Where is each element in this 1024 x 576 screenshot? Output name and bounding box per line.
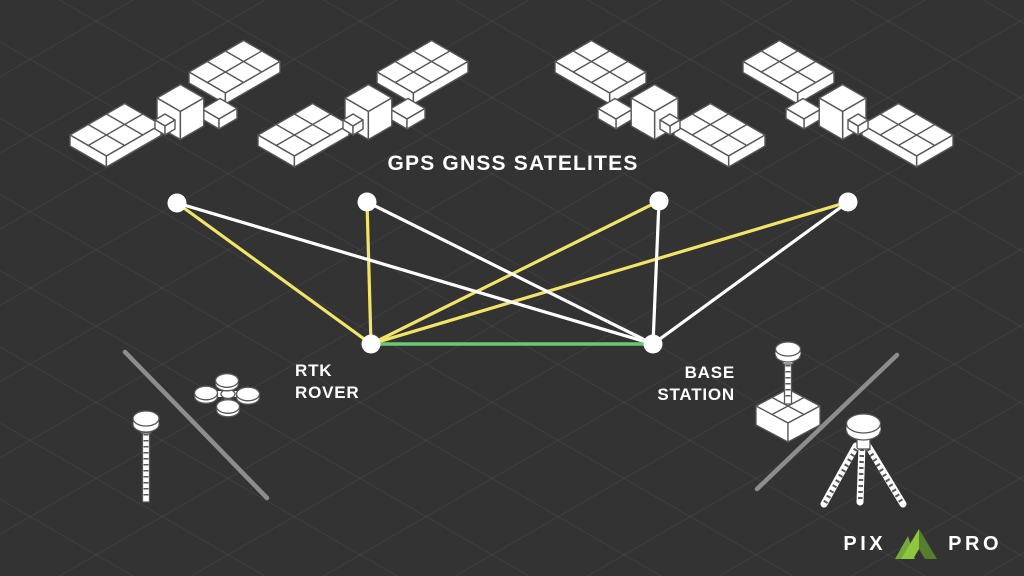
tripod-antenna-icon <box>820 413 907 508</box>
node-satellite-1 <box>167 193 187 213</box>
link-satellite-3-rtk-rover <box>370 199 660 346</box>
satellite-icon <box>69 39 281 168</box>
link-satellite-4-rtk-rover <box>370 200 849 346</box>
base-label: BASE STATION <box>657 362 735 406</box>
brand-logo: PIX PRO <box>843 529 1002 560</box>
link-satellite-1-base-station <box>176 201 654 346</box>
link-satellite-3-base-station <box>651 200 661 345</box>
node-satellite-4 <box>838 192 858 212</box>
base-station-receiver-icon <box>755 341 821 443</box>
survey-pole-icon <box>132 410 160 503</box>
logo-text-pro: PRO <box>948 533 1002 555</box>
link-satellite-4-base-station <box>652 200 849 346</box>
drone-icon <box>193 373 261 418</box>
link-satellite-2-base-station <box>366 200 654 346</box>
rover-label: RTK ROVER <box>295 360 359 404</box>
node-rtk-rover <box>361 334 381 354</box>
diagram-title: GPS GNSS SATELITES <box>387 152 639 175</box>
node-base-station <box>643 334 663 354</box>
satellite-icon <box>257 39 469 168</box>
ground-line-left <box>122 349 270 501</box>
satellite-icon <box>554 39 766 168</box>
network-links <box>167 191 858 354</box>
node-satellite-2 <box>357 192 377 212</box>
logo-text-pix: PIX <box>843 533 887 555</box>
link-satellite-1-rtk-rover <box>176 201 372 346</box>
ground-line-right <box>754 352 900 492</box>
node-satellite-3 <box>649 191 669 211</box>
rover-label-line2: ROVER <box>295 383 360 402</box>
base-label-line1: BASE <box>684 363 735 382</box>
satellite-icon <box>742 39 954 168</box>
link-satellite-2-rtk-rover <box>365 201 373 345</box>
base-label-line2: STATION <box>657 385 735 404</box>
rover-label-line1: RTK <box>295 361 333 380</box>
pix4d-mountain-icon <box>895 529 938 559</box>
